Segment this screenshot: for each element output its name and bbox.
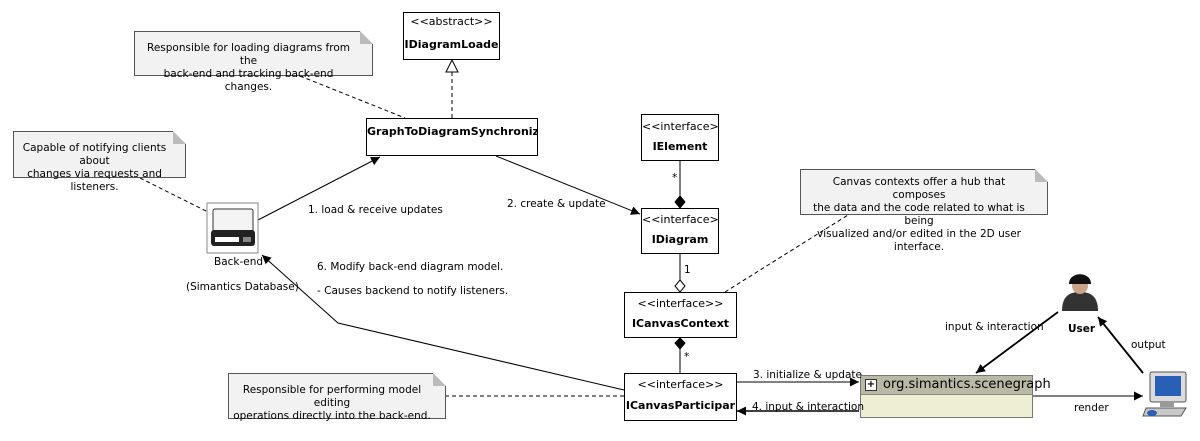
note-loading-line-2: back-end and tracking back-end changes. bbox=[163, 68, 334, 93]
note-editing-line-2: operations directly into the back-end. bbox=[233, 410, 431, 422]
class-canvas-participant-name: ICanvasParticipar bbox=[625, 399, 736, 412]
edge-label-causes: - Causes backend to notify listeners. bbox=[317, 285, 509, 297]
scenegraph-package-header: + org.simantics.scenegraph bbox=[861, 376, 1051, 395]
realization-triangle bbox=[445, 58, 459, 73]
class-diagram-name: IDiagram bbox=[651, 233, 709, 246]
multiplicity-one: 1 bbox=[684, 264, 691, 276]
note-link-canvas bbox=[724, 214, 849, 293]
note-canvas-line-2: the data and the code related to what is… bbox=[813, 202, 1025, 227]
note-editing: Responsible for performing model editing… bbox=[228, 373, 446, 422]
class-diagram-loader-stereotype: <<abstract>> bbox=[410, 15, 493, 28]
edge-label-input-user: input & interaction bbox=[945, 321, 1044, 333]
class-diagram-stereotype: <<interface> bbox=[642, 213, 719, 226]
expand-icon[interactable]: + bbox=[865, 379, 877, 391]
user-icon bbox=[1062, 274, 1098, 311]
class-synchronizer-name: GraphToDiagramSynchroniz bbox=[367, 125, 538, 138]
edge-label-initialize: 3. initialize & update bbox=[753, 369, 862, 381]
aggregation-diamond bbox=[674, 279, 686, 293]
scenegraph-package[interactable]: + org.simantics.scenegraph bbox=[860, 375, 1051, 418]
class-diagram-loader-name: IDiagramLoade bbox=[404, 38, 499, 51]
class-diagram[interactable]: <<interface> IDiagram bbox=[641, 208, 719, 254]
edge-create bbox=[495, 155, 641, 215]
backend-sublabel: (Simantics Database) bbox=[186, 281, 299, 293]
edge-label-modify: 6. Modify back-end diagram model. bbox=[317, 261, 504, 273]
note-canvas-line-1: Canvas contexts offer a hub that compose… bbox=[832, 176, 1006, 201]
class-synchronizer[interactable]: GraphToDiagramSynchroniz bbox=[366, 118, 538, 156]
class-canvas-context-stereotype: <<interface>> bbox=[637, 297, 724, 310]
class-element-stereotype: <<interface> bbox=[642, 120, 719, 133]
composition-diamond-diagram bbox=[674, 195, 686, 209]
class-canvas-context[interactable]: <<interface>> ICanvasContext bbox=[624, 292, 737, 338]
edge-output bbox=[1097, 316, 1144, 374]
note-loading-line-1: Responsible for loading diagrams from th… bbox=[147, 42, 350, 67]
edge-modify bbox=[261, 254, 625, 391]
computer-icon bbox=[1142, 371, 1187, 417]
scenegraph-package-name: org.simantics.scenegraph bbox=[883, 377, 1051, 392]
note-notifying-line-1: Capable of notifying clients about bbox=[22, 142, 167, 167]
edge-label-create: 2. create & update bbox=[507, 198, 606, 210]
edge-label-output: output bbox=[1131, 339, 1166, 351]
edge-input-user bbox=[975, 311, 1059, 374]
note-canvas-line-3: visualized and/or edited in the 2D user … bbox=[817, 228, 1021, 253]
edge-load bbox=[257, 156, 381, 221]
multiplicity-element: * bbox=[672, 172, 678, 184]
note-link-notifying bbox=[139, 177, 209, 213]
class-element-name: IElement bbox=[652, 140, 708, 153]
note-loading: Responsible for loading diagrams from th… bbox=[134, 31, 373, 93]
note-canvas: Canvas contexts offer a hub that compose… bbox=[800, 169, 1048, 253]
class-canvas-participant-stereotype: <<interface>> bbox=[637, 378, 724, 391]
edge-label-load: 1. load & receive updates bbox=[308, 204, 443, 216]
user-label: User bbox=[1068, 323, 1096, 335]
note-link-loading bbox=[299, 75, 406, 119]
composition-diamond-context bbox=[674, 337, 686, 350]
note-notifying-line-2: changes via requests and listeners. bbox=[27, 168, 162, 193]
class-diagram-loader[interactable]: <<abstract>> IDiagramLoade bbox=[403, 12, 500, 60]
edge-label-input-participant: 4. input & interaction bbox=[752, 401, 865, 413]
class-canvas-participant[interactable]: <<interface>> ICanvasParticipar bbox=[624, 373, 737, 421]
note-editing-line-1: Responsible for performing model editing bbox=[242, 384, 422, 409]
class-canvas-context-name: ICanvasContext bbox=[631, 317, 730, 330]
backend-label: Back-end bbox=[214, 256, 264, 268]
multiplicity-participant: * bbox=[684, 351, 690, 363]
backend-icon bbox=[206, 202, 259, 254]
edge-label-render: render bbox=[1074, 402, 1109, 414]
class-element[interactable]: <<interface> IElement bbox=[641, 114, 719, 161]
note-notifying: Capable of notifying clients about chang… bbox=[13, 131, 186, 193]
